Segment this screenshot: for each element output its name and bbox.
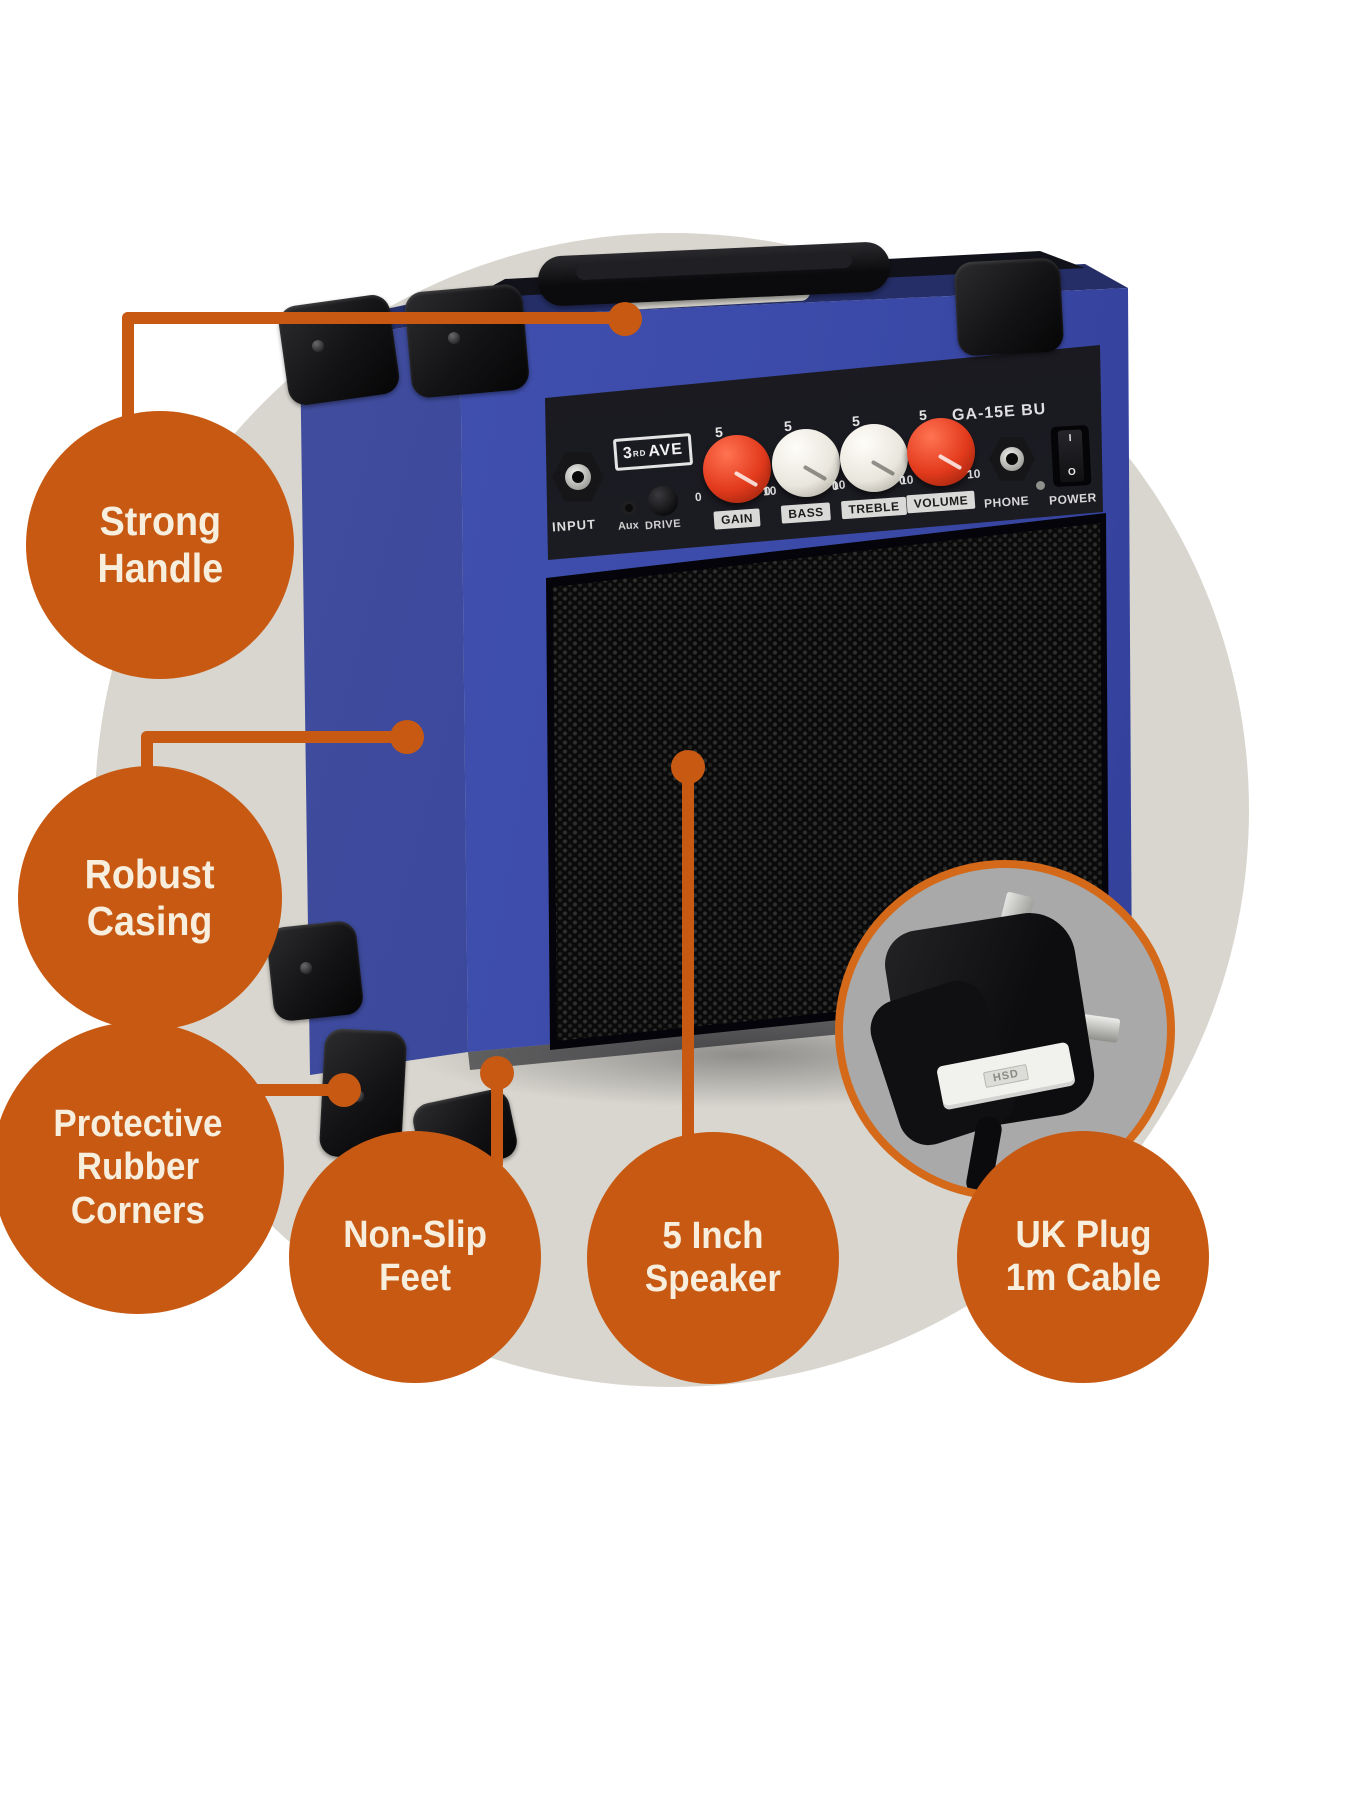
bass-knob-pointer	[802, 464, 828, 482]
callout-robust-casing-text: Robust Casing	[85, 851, 215, 944]
aux-label: Aux	[617, 519, 640, 533]
rubber-corner-top-right	[953, 257, 1065, 357]
gain-label: GAIN	[713, 508, 761, 530]
drive-knob[interactable]	[648, 486, 678, 516]
bass-knob[interactable]	[772, 429, 840, 497]
plug-fuse-label: HSD	[982, 1063, 1030, 1089]
power-off-mark: O	[1067, 466, 1077, 479]
corner-screw	[312, 340, 324, 352]
non-slip-feet-dot	[480, 1056, 514, 1090]
speaker-connector-vertical	[682, 770, 694, 1142]
bass-label: BASS	[780, 502, 832, 524]
strong-handle-connector-vertical	[122, 312, 134, 442]
volume-scale-max: 10	[966, 466, 981, 482]
callout-protective-rubber-corners: Protective Rubber Corners	[0, 1022, 284, 1314]
robust-casing-dot	[390, 720, 424, 754]
callout-five-inch-speaker-text: 5 Inch Speaker	[644, 1214, 782, 1300]
power-switch[interactable]: I O	[1050, 425, 1092, 487]
volume-scale-min: 0	[898, 472, 907, 488]
callout-protective-rubber-corners-text: Protective Rubber Corners	[53, 1103, 223, 1232]
brand-word: AVE	[647, 440, 684, 461]
strong-handle-dot	[608, 302, 642, 336]
aux-jack[interactable]	[621, 500, 637, 516]
power-on-mark: I	[1068, 432, 1072, 445]
callout-strong-handle-text: Strong Handle	[97, 498, 223, 591]
treble-knob[interactable]	[840, 424, 908, 492]
callout-robust-casing: Robust Casing	[18, 766, 282, 1030]
treble-knob-pointer	[870, 459, 896, 477]
rubber-corner-top-front-left	[403, 283, 531, 399]
volume-label: VOLUME	[906, 490, 976, 514]
phone-jack-hole	[1006, 453, 1018, 465]
brand-ordinal: RD	[632, 448, 647, 459]
speaker-dot	[671, 750, 705, 784]
corner-screw	[300, 962, 312, 974]
callout-strong-handle: Strong Handle	[26, 411, 294, 679]
input-label: INPUT	[551, 516, 597, 535]
volume-knob[interactable]	[907, 418, 975, 486]
robust-casing-connector-horizontal	[141, 731, 397, 743]
gain-scale-min: 0	[694, 489, 703, 505]
treble-scale-min: 0	[831, 478, 840, 494]
bass-knob-group: 5 0 10 BASS	[760, 418, 852, 530]
non-slip-feet-connector-vertical	[491, 1072, 503, 1170]
volume-knob-group: 5 0 10 VOLUME	[895, 407, 987, 519]
volume-knob-pointer	[937, 453, 963, 471]
strong-handle-connector-horizontal	[122, 312, 618, 324]
gain-knob-group: 5 0 10 GAIN	[691, 424, 783, 536]
bass-scale-min: 0	[763, 483, 772, 499]
gain-knob[interactable]	[703, 435, 771, 503]
callout-uk-plug-cable-text: UK Plug 1m Cable	[1005, 1213, 1161, 1299]
brand-digit: 3	[622, 444, 634, 463]
gain-knob-pointer	[733, 470, 759, 488]
power-led	[1036, 481, 1045, 490]
callout-non-slip-feet: Non-Slip Feet	[289, 1131, 541, 1383]
input-jack-hole	[572, 471, 584, 483]
callout-non-slip-feet-text: Non-Slip Feet	[343, 1213, 487, 1299]
rubber-corner-mid-left	[265, 919, 365, 1023]
callout-five-inch-speaker: 5 Inch Speaker	[587, 1132, 839, 1384]
rubber-corners-dot	[327, 1073, 361, 1107]
callout-uk-plug-cable: UK Plug 1m Cable	[957, 1131, 1209, 1383]
treble-knob-group: 5 0 10 TREBLE	[828, 413, 920, 525]
power-switch-rocker: I O	[1057, 429, 1085, 483]
corner-screw	[448, 332, 460, 344]
rubber-corner-top-back-left	[276, 292, 402, 408]
drive-label: DRIVE	[644, 517, 682, 533]
